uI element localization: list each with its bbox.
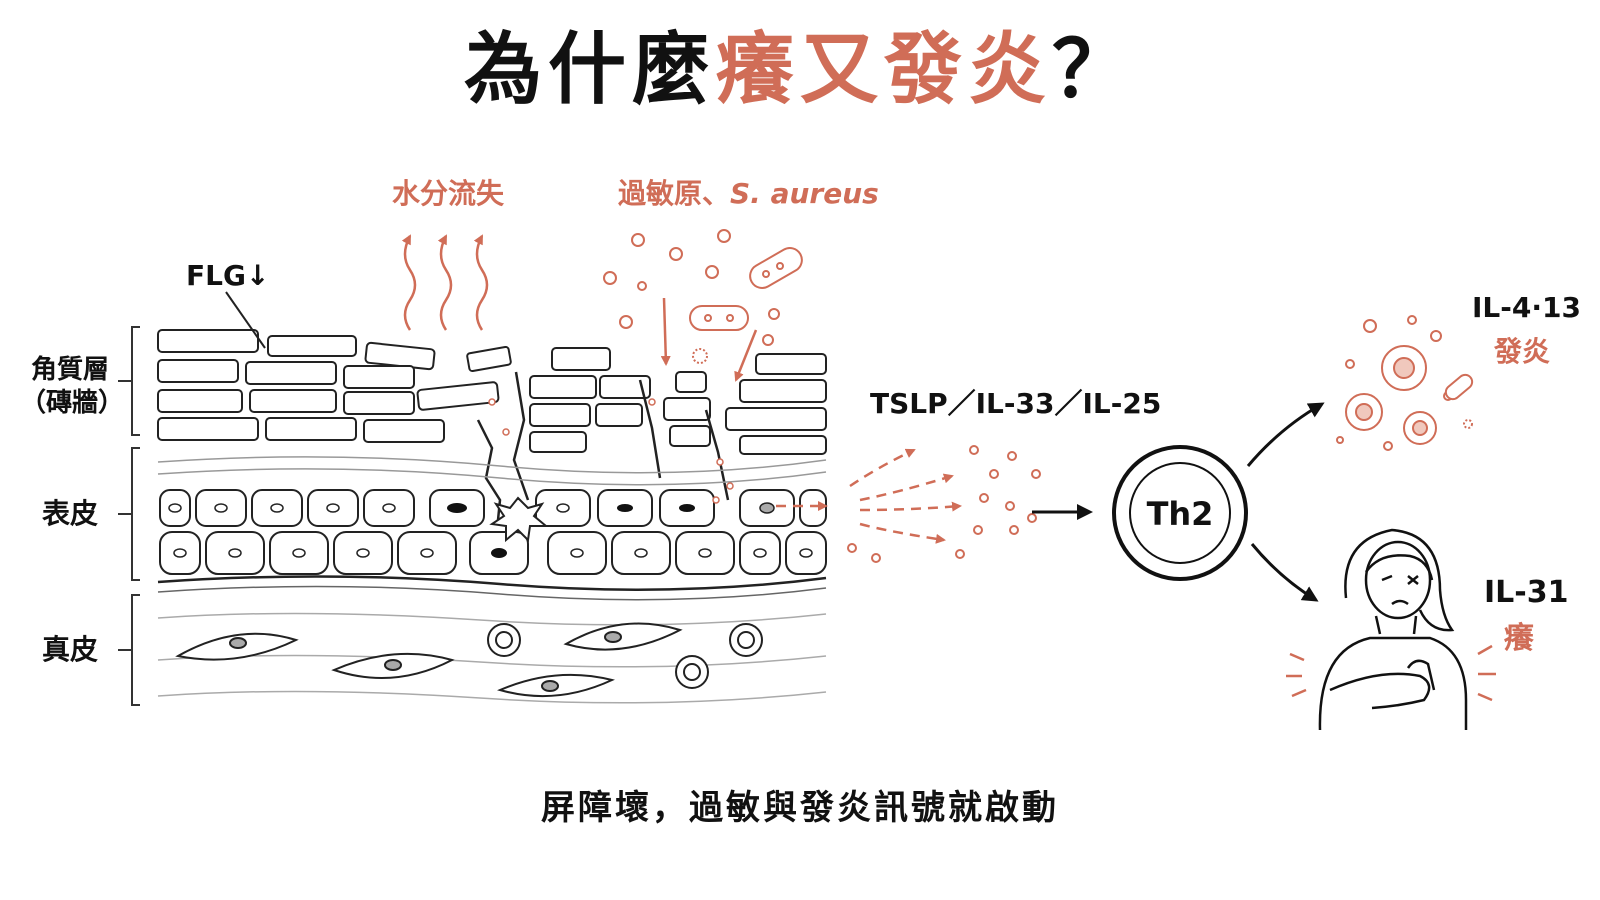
label-dermis: 真皮	[41, 633, 98, 666]
label-water-loss: 水分流失	[392, 177, 505, 210]
brick	[669, 425, 711, 447]
damage-burst-icon	[489, 496, 549, 543]
brick	[739, 379, 827, 403]
fibroblasts	[175, 622, 683, 698]
brick	[595, 403, 643, 427]
dermis-fibers	[157, 612, 827, 704]
label-flg: FLG↓	[186, 259, 270, 292]
brick	[157, 329, 259, 353]
label-inflammation: 發炎	[1494, 335, 1551, 368]
label-itch: 癢	[1504, 621, 1534, 656]
itchy-person-icon	[1318, 528, 1468, 731]
label-allergen-species: S. aureus	[730, 177, 879, 210]
allergen-particles	[603, 229, 780, 364]
wave-arrow	[473, 234, 489, 331]
cell-nuclei	[168, 502, 813, 558]
crack	[638, 379, 662, 479]
title-dark: 為什麼	[463, 25, 716, 115]
brick	[343, 365, 415, 389]
label-cytokines: TSLP／IL-33／IL-25	[870, 387, 1162, 420]
brick	[265, 417, 357, 441]
brick	[466, 345, 512, 373]
arrow-to-itch	[1250, 543, 1319, 602]
brick	[343, 391, 415, 415]
layer-brackets	[118, 326, 140, 706]
brick	[363, 419, 445, 443]
label-epidermis: 表皮	[41, 497, 98, 530]
epidermis-lines	[157, 456, 827, 486]
brick	[416, 381, 500, 411]
bracket-dermis	[131, 594, 140, 706]
crack-particles	[488, 398, 734, 504]
brick	[739, 435, 827, 455]
dermal-round-cells	[487, 623, 763, 689]
brick	[663, 397, 711, 421]
label-il31: IL-31	[1484, 575, 1569, 610]
flg-pointer	[225, 291, 266, 349]
allergen-entry-arrows	[660, 297, 758, 382]
brick	[157, 417, 259, 441]
inflammatory-cells	[1336, 315, 1474, 451]
label-stratum-corneum-line1: 角質層	[30, 355, 109, 385]
bacteria-icon	[689, 247, 803, 331]
page-title: 為什麼癢又發炎？	[0, 25, 1600, 115]
label-stratum-corneum: 角質層 （磚牆）	[20, 354, 125, 419]
arrow-to-inflammation	[1246, 402, 1325, 467]
label-il413: IL-4·13	[1472, 291, 1581, 324]
brick	[725, 407, 827, 431]
brick	[245, 361, 337, 385]
label-th2: Th2	[1146, 495, 1214, 533]
label-allergen: 過敏原、S. aureus	[618, 176, 879, 211]
wave-arrow	[401, 234, 417, 331]
water-loss-arrows	[401, 234, 489, 331]
brick	[599, 375, 651, 399]
brick	[157, 389, 243, 413]
bracket-stratum-corneum	[131, 326, 140, 436]
brick	[157, 359, 239, 383]
brick	[675, 371, 707, 393]
brick	[529, 375, 597, 399]
brick	[551, 347, 611, 371]
brick	[529, 431, 587, 453]
basement-membrane	[157, 575, 827, 601]
wave	[157, 456, 827, 474]
bracket-epidermis	[131, 447, 140, 581]
th2-cell	[1112, 445, 1248, 581]
caption: 屏障壞，過敏與發炎訊號就啟動	[541, 788, 1059, 828]
itch-marks	[1286, 644, 1496, 702]
cytokine-signal-arrows	[776, 448, 962, 544]
label-stratum-corneum-line2: （磚牆）	[20, 387, 125, 418]
brick	[267, 335, 357, 357]
wave-arrow	[437, 234, 453, 331]
brick	[249, 389, 337, 413]
damaged-nuclei	[447, 503, 695, 558]
crack	[704, 409, 730, 501]
cytokine-particles	[847, 445, 1041, 563]
title-red: 癢又發炎	[715, 25, 1052, 115]
title-question: ？	[1052, 25, 1137, 115]
label-allergen-prefix: 過敏原、	[618, 177, 731, 210]
wave	[157, 468, 827, 486]
brick-wall	[157, 329, 827, 455]
brick	[755, 353, 827, 375]
brick	[529, 403, 591, 427]
epidermal-cells-upper	[159, 489, 827, 527]
